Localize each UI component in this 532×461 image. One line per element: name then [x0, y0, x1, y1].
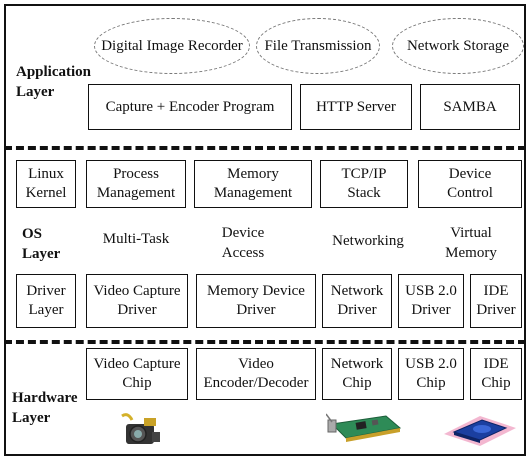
camera-image: [121, 413, 160, 444]
video-capture-chip-box: Video Capture Chip: [86, 348, 188, 400]
tcpip-stack-box: TCP/IP Stack: [320, 160, 408, 208]
memory-device-driver-box: Memory Device Driver: [196, 274, 316, 328]
linux-kernel-box: Linux Kernel: [16, 160, 76, 208]
network-driver-box: Network Driver: [322, 274, 392, 328]
os-layer-label: OS Layer: [22, 226, 61, 263]
driver-layer-box: Driver Layer: [16, 274, 76, 328]
capture-encoder-program-box: Capture + Encoder Program: [88, 84, 292, 130]
device-control-box: Device Control: [418, 160, 522, 208]
hard-drive-image: [444, 416, 516, 446]
architecture-frame: [4, 4, 526, 456]
application-layer-label: Application Layer: [16, 64, 92, 101]
http-server-box: HTTP Server: [300, 84, 412, 130]
video-encoder-decoder-box: Video Encoder/Decoder: [196, 348, 316, 400]
network-chip-box: Network Chip: [322, 348, 392, 400]
os-hardware-divider: [4, 340, 526, 344]
virtual-memory-label: Virtual Memory: [445, 225, 497, 261]
network-card-image: [326, 413, 402, 442]
memory-management-box: Memory Management: [194, 160, 312, 208]
ide-chip-box: IDE Chip: [470, 348, 522, 400]
usb-driver-box: USB 2.0 Driver: [398, 274, 464, 328]
ide-driver-box: IDE Driver: [470, 274, 522, 328]
video-capture-driver-box: Video Capture Driver: [86, 274, 188, 328]
networking-label: Networking: [332, 233, 404, 249]
app-os-divider: [4, 146, 526, 150]
multi-task-label: Multi-Task: [102, 231, 170, 247]
usb-chip-box: USB 2.0 Chip: [398, 348, 464, 400]
app-digital-image-recorder: Digital Image Recorder: [94, 18, 250, 74]
process-management-box: Process Management: [86, 160, 186, 208]
app-file-transmission: File Transmission: [256, 18, 380, 74]
app-network-storage: Network Storage: [392, 18, 524, 74]
hardware-layer-label: Hardware Layer: [12, 390, 78, 427]
device-access-label: Device Access: [221, 225, 265, 261]
samba-box: SAMBA: [420, 84, 520, 130]
